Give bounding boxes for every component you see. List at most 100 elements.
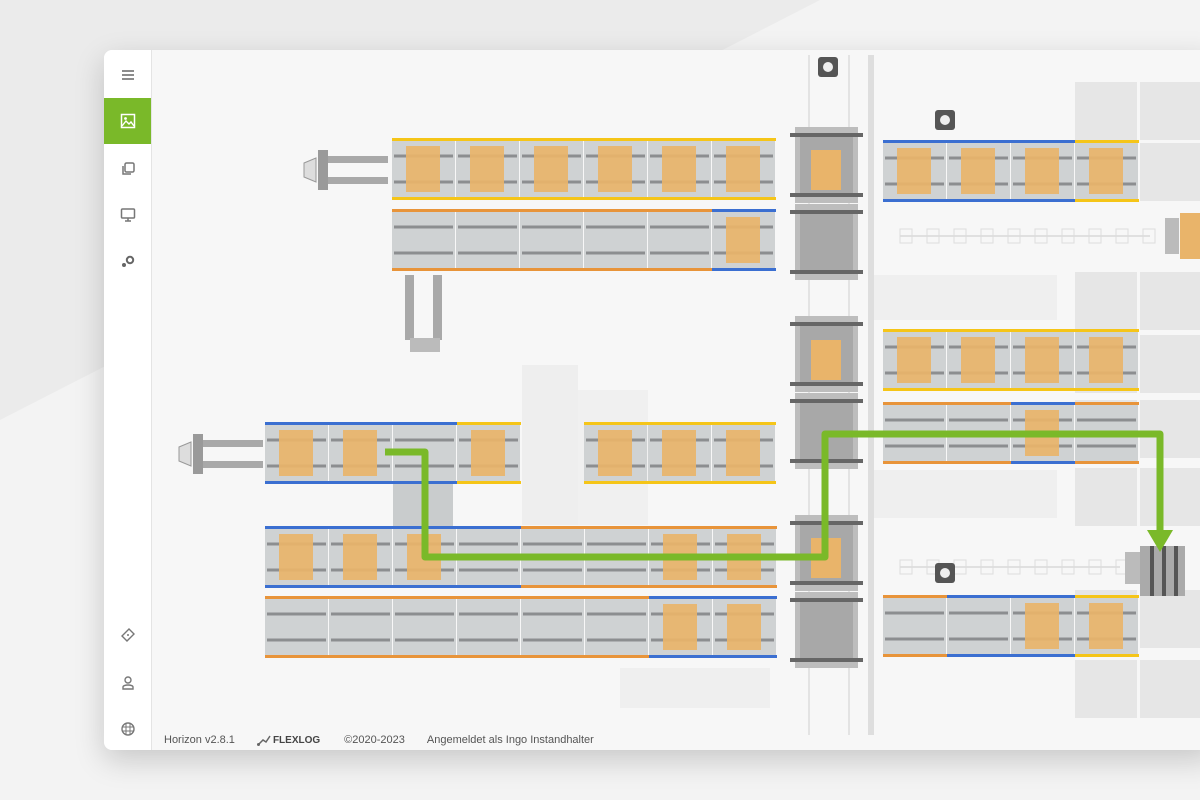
copy-icon bbox=[121, 162, 135, 175]
conveyor-edge bbox=[457, 526, 521, 529]
conveyor-edge bbox=[1011, 595, 1075, 598]
conveyor-segment[interactable] bbox=[883, 597, 946, 655]
storage-block bbox=[1075, 272, 1137, 330]
package[interactable] bbox=[1025, 337, 1059, 383]
track-carrier bbox=[899, 228, 913, 244]
conveyor-edge bbox=[329, 596, 393, 599]
track-carrier bbox=[1142, 228, 1156, 244]
conveyor-segment[interactable] bbox=[648, 211, 711, 269]
flexlog-logo-icon bbox=[256, 735, 271, 746]
package[interactable] bbox=[279, 534, 313, 580]
package[interactable] bbox=[1089, 603, 1123, 649]
conveyor-edge bbox=[521, 596, 585, 599]
conveyor-segment[interactable] bbox=[947, 597, 1010, 655]
sidebar-item-image[interactable] bbox=[104, 98, 151, 144]
storage-block bbox=[1140, 590, 1200, 648]
conveyor-edge bbox=[456, 197, 520, 200]
track-carrier bbox=[980, 559, 994, 575]
conveyor-segment[interactable] bbox=[457, 598, 520, 656]
conveyor-edge bbox=[1011, 461, 1075, 464]
package[interactable] bbox=[726, 217, 760, 263]
conveyor-segment[interactable] bbox=[521, 598, 584, 656]
package[interactable] bbox=[811, 150, 841, 190]
roller-track bbox=[587, 612, 646, 616]
package[interactable] bbox=[727, 604, 761, 650]
package[interactable] bbox=[406, 146, 440, 192]
conveyor-segment[interactable] bbox=[329, 598, 392, 656]
conveyor-segment[interactable] bbox=[456, 211, 519, 269]
package[interactable] bbox=[279, 430, 313, 476]
roller-track bbox=[459, 612, 518, 616]
pusher-arm bbox=[203, 440, 263, 447]
sidebar-item-settings[interactable] bbox=[104, 238, 151, 284]
lift-rail bbox=[790, 322, 863, 326]
package[interactable] bbox=[811, 340, 841, 380]
lift-rail bbox=[790, 382, 863, 386]
storage-block bbox=[1140, 82, 1200, 140]
sidebar-item-copy[interactable] bbox=[104, 146, 151, 192]
storage-block bbox=[1140, 143, 1200, 201]
conveyor-segment[interactable] bbox=[393, 598, 456, 656]
package[interactable] bbox=[726, 146, 760, 192]
roller-track bbox=[523, 568, 582, 572]
sidebar-item-menu[interactable] bbox=[104, 52, 151, 98]
conveyor-edge bbox=[392, 209, 456, 212]
conveyor-segment[interactable] bbox=[585, 598, 648, 656]
conveyor-edge bbox=[947, 402, 1011, 405]
conveyor-edge bbox=[265, 655, 329, 658]
sidebar-item-user[interactable] bbox=[104, 660, 151, 706]
sidebar-item-monitor[interactable] bbox=[104, 192, 151, 238]
package[interactable] bbox=[1089, 337, 1123, 383]
package[interactable] bbox=[897, 337, 931, 383]
roller-track bbox=[394, 225, 453, 229]
package[interactable] bbox=[1180, 213, 1200, 259]
conveyor-edge bbox=[1075, 140, 1139, 143]
package[interactable] bbox=[662, 146, 696, 192]
package[interactable] bbox=[1089, 148, 1123, 194]
login-status: Angemeldet als Ingo Instandhalter bbox=[426, 734, 594, 746]
conveyor-edge bbox=[649, 596, 713, 599]
package[interactable] bbox=[534, 146, 568, 192]
pusher bbox=[318, 150, 328, 190]
package[interactable] bbox=[598, 146, 632, 192]
conveyor-edge bbox=[947, 329, 1011, 332]
package[interactable] bbox=[662, 430, 696, 476]
roller-track bbox=[267, 612, 326, 616]
shuttle bbox=[1125, 552, 1140, 584]
conveyor-segment[interactable] bbox=[392, 211, 455, 269]
conveyor-edge bbox=[457, 422, 521, 425]
package[interactable] bbox=[1025, 148, 1059, 194]
package[interactable] bbox=[961, 337, 995, 383]
menu-icon bbox=[121, 70, 134, 80]
roller-track bbox=[587, 568, 646, 572]
package[interactable] bbox=[663, 604, 697, 650]
conveyor-edge bbox=[883, 402, 947, 405]
pusher bbox=[193, 434, 203, 474]
sidebar-item-help[interactable] bbox=[104, 706, 151, 750]
conveyor-edge bbox=[393, 655, 457, 658]
conveyor-edge bbox=[584, 138, 648, 141]
package[interactable] bbox=[343, 430, 377, 476]
package[interactable] bbox=[1025, 603, 1059, 649]
conveyor-layout-canvas[interactable] bbox=[152, 50, 1200, 750]
conveyor-segment[interactable] bbox=[520, 211, 583, 269]
conveyor-edge bbox=[712, 268, 776, 271]
conveyor-edge bbox=[329, 481, 393, 484]
conveyor-segment[interactable] bbox=[265, 598, 328, 656]
package[interactable] bbox=[343, 534, 377, 580]
shuttle-bar bbox=[1174, 546, 1178, 596]
conveyor-edge bbox=[1075, 402, 1139, 405]
package[interactable] bbox=[726, 430, 760, 476]
track-carrier bbox=[1007, 559, 1021, 575]
package[interactable] bbox=[471, 430, 505, 476]
package[interactable] bbox=[470, 146, 504, 192]
sidebar-item-ticket[interactable] bbox=[104, 612, 151, 658]
conveyor-edge bbox=[649, 526, 713, 529]
conveyor-edge bbox=[1075, 199, 1139, 202]
conveyor-edge bbox=[521, 585, 585, 588]
package[interactable] bbox=[598, 430, 632, 476]
conveyor-segment[interactable] bbox=[584, 211, 647, 269]
package[interactable] bbox=[897, 148, 931, 194]
monitor-icon bbox=[120, 208, 135, 222]
package[interactable] bbox=[961, 148, 995, 194]
